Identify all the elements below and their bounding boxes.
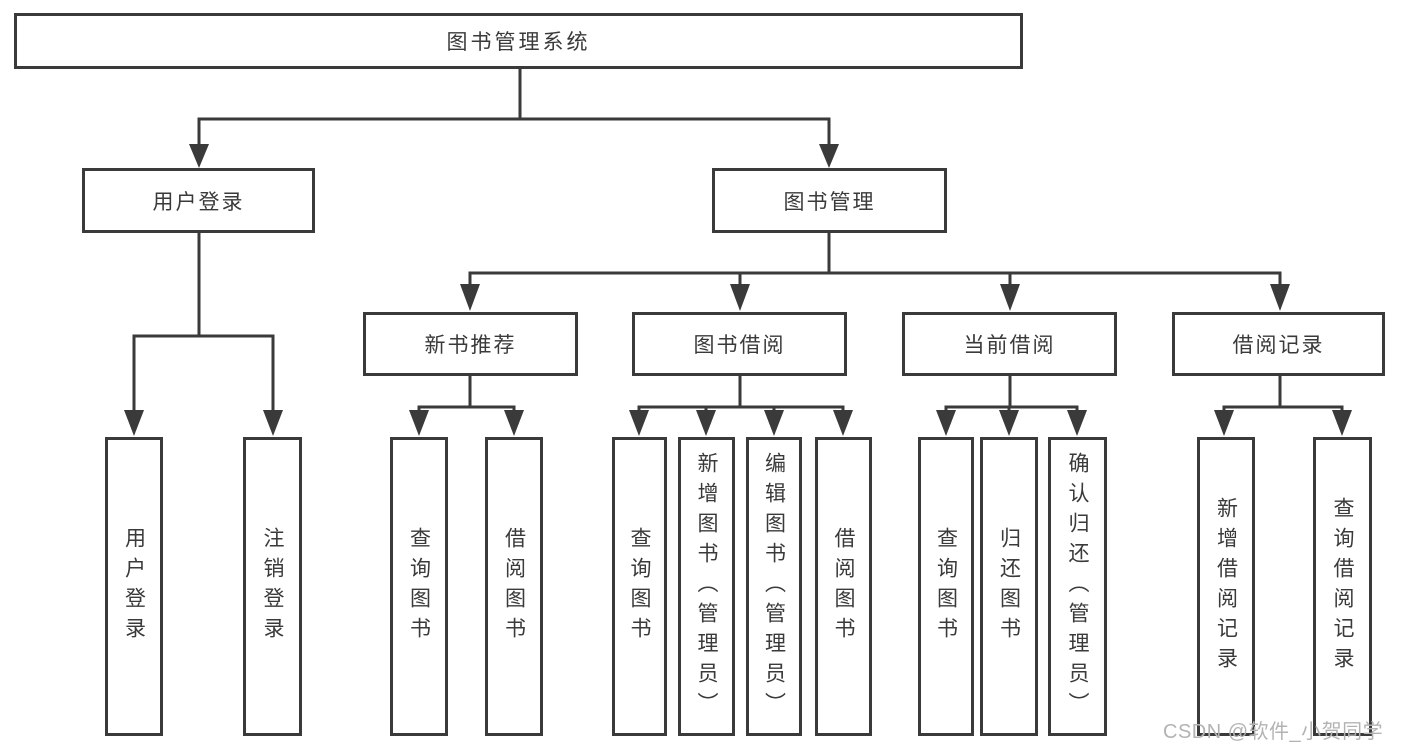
leaf-query-books-current: 查询图书 (918, 437, 974, 736)
leaf-label: 编辑图书（管理员） (762, 451, 786, 722)
node-label: 借阅记录 (1232, 334, 1325, 357)
csdn-watermark: CSDN @软件_小贺同学 (1163, 721, 1384, 743)
leaf-borrow-books-borrowing: 借阅图书 (815, 437, 872, 736)
leaf-edit-books-admin: 编辑图书（管理员） (746, 437, 802, 736)
leaf-confirm-return-admin: 确认归还（管理员） (1048, 437, 1107, 736)
connector-book-borrowing-branch (629, 376, 853, 436)
node-label: 用户登录 (152, 190, 245, 214)
node-label: 图书管理 (783, 190, 876, 214)
leaf-label: 查询图书 (934, 526, 958, 647)
node-label: 新书推荐 (424, 334, 517, 357)
leaf-query-books-borrowing: 查询图书 (612, 437, 667, 736)
leaf-add-books-admin: 新增图书（管理员） (678, 437, 735, 736)
connector-user-login-branch (124, 233, 283, 436)
leaf-label: 新增图书（管理员） (695, 451, 718, 722)
leaf-label: 注销登录 (261, 526, 284, 647)
leaf-label: 新增借阅记录 (1214, 496, 1238, 677)
leaf-return-books: 归还图书 (980, 437, 1038, 736)
leaf-user-login: 用户登录 (105, 437, 163, 736)
leaf-label: 借阅图书 (502, 526, 526, 647)
node-label: 当前借阅 (963, 334, 1056, 357)
connector-borrowing-records-branch (1214, 376, 1352, 436)
connector-current-borrowing-branch (936, 376, 1087, 436)
leaf-add-borrow-record: 新增借阅记录 (1197, 437, 1255, 736)
leaf-label: 归还图书 (997, 526, 1021, 647)
leaf-label: 确认归还（管理员） (1066, 451, 1089, 722)
connector-new-book-recommend-branch (409, 376, 524, 436)
leaf-borrow-books-recommend: 借阅图书 (485, 437, 543, 736)
leaf-logout: 注销登录 (243, 437, 302, 736)
leaf-label: 查询图书 (407, 526, 431, 647)
leaf-label: 用户登录 (122, 526, 146, 647)
leaf-label: 查询图书 (628, 526, 651, 647)
node-root-system: 图书管理系统 (14, 13, 1023, 69)
leaf-query-borrow-record: 查询借阅记录 (1313, 437, 1372, 736)
node-new-book-recommend: 新书推荐 (363, 312, 578, 376)
node-label: 图书管理系统 (446, 31, 591, 54)
node-label: 图书借阅 (693, 334, 786, 357)
leaf-query-books-recommend: 查询图书 (390, 437, 448, 736)
node-current-borrowing: 当前借阅 (902, 312, 1117, 376)
node-book-management: 图书管理 (712, 168, 947, 233)
leaf-label: 查询借阅记录 (1331, 496, 1354, 677)
node-user-login: 用户登录 (82, 168, 315, 233)
node-borrowing-records: 借阅记录 (1172, 312, 1385, 376)
connector-root-to-level2 (189, 69, 839, 168)
leaf-label: 借阅图书 (832, 526, 855, 647)
node-book-borrowing: 图书借阅 (632, 312, 847, 376)
connector-book-management-branch (460, 233, 1290, 311)
